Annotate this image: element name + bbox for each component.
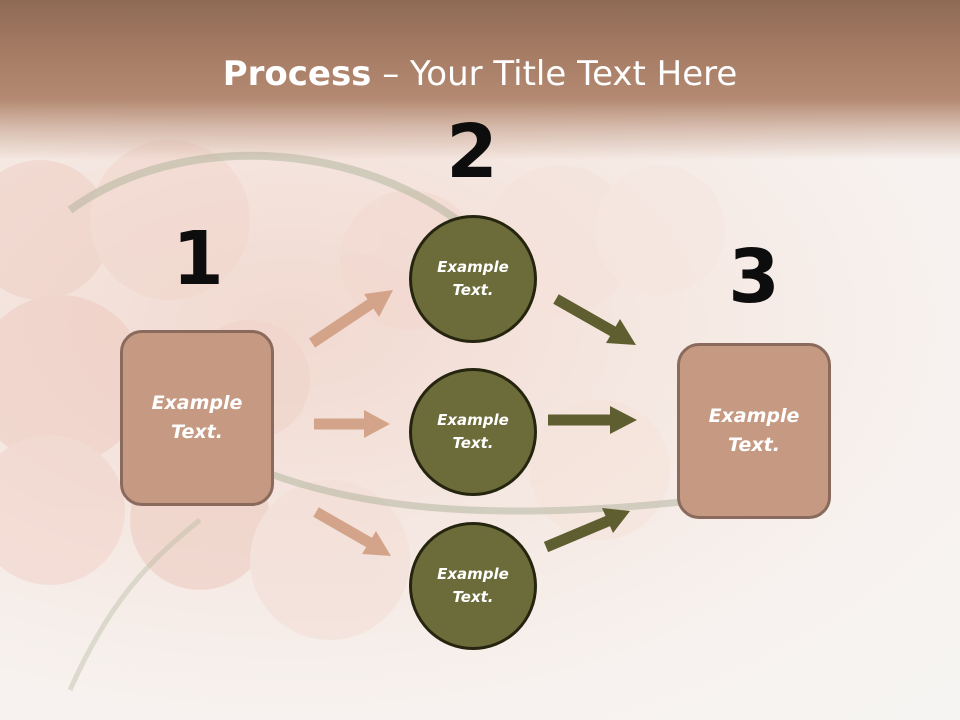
circle1-line2: Text. xyxy=(452,281,494,299)
arrow-box1-to-circle1 xyxy=(308,290,393,348)
step1-box-line1: Example xyxy=(151,392,243,414)
circle3-line2: Text. xyxy=(452,588,494,606)
title-rest: – Your Title Text Here xyxy=(371,54,738,94)
step1-box-line2: Text. xyxy=(171,421,223,443)
slide-title: Process – Your Title Text Here xyxy=(0,52,960,96)
step-number-1: 1 xyxy=(172,216,224,302)
title-banner xyxy=(0,0,960,160)
arrow-box1-to-circle3 xyxy=(313,507,391,556)
arrow-circle2-to-box3 xyxy=(548,406,637,434)
circle2-line1: Example xyxy=(437,411,509,429)
circle1-line1: Example xyxy=(437,258,509,276)
step3-box-line1: Example xyxy=(708,405,800,427)
circle3-line1: Example xyxy=(437,565,509,583)
step-number-3: 3 xyxy=(728,234,780,320)
circle2-line2: Text. xyxy=(452,434,494,452)
arrow-circle1-to-box3 xyxy=(553,294,636,345)
arrow-box1-to-circle2 xyxy=(314,410,390,438)
title-strong: Process xyxy=(222,54,372,94)
arrow-circle3-to-box3 xyxy=(543,508,630,553)
step3-box-line2: Text. xyxy=(728,434,780,456)
step-number-2: 2 xyxy=(446,109,498,195)
